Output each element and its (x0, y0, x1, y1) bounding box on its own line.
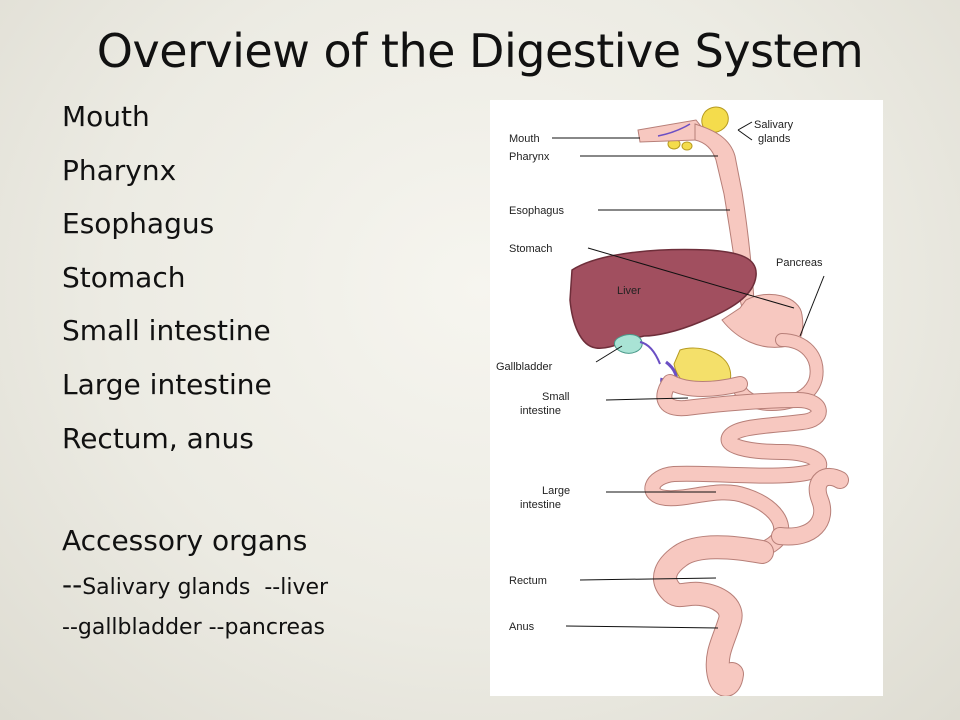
list-item-pharynx: Pharynx (62, 153, 177, 187)
label-rectum: Rectum (509, 575, 547, 587)
label-small-intestine-1: Small (542, 391, 570, 403)
label-anus: Anus (509, 621, 535, 633)
accessory-line-1: --Salivary glands --liver (62, 568, 482, 602)
accessory-organs: Accessory organs --Salivary glands --liv… (62, 524, 482, 642)
list-item-mouth: Mouth (62, 100, 150, 133)
label-mouth: Mouth (509, 133, 540, 145)
accessory-line-1-text: Salivary glands --liver (82, 574, 329, 600)
salivary-gland-shape (701, 106, 729, 133)
digestive-diagram: Liver Mouth (490, 100, 883, 696)
label-esophagus: Esophagus (509, 205, 565, 217)
liver-shape (569, 248, 757, 349)
gallbladder-shape (614, 334, 643, 354)
label-small-intestine-2: intestine (520, 405, 561, 417)
label-salivary-1: Salivary (754, 119, 794, 131)
mouth-shape (637, 119, 705, 143)
salivary-duct (657, 123, 691, 137)
label-large-intestine-1: Large (542, 485, 570, 497)
accessory-dash: -- (62, 567, 83, 601)
colon-ascending-fill (772, 469, 848, 545)
small-intestine-fill (645, 375, 827, 559)
label-large-intestine-2: intestine (520, 499, 561, 511)
list-item-large-intestine: Large intestine (62, 367, 272, 401)
list-item-esophagus: Esophagus (62, 207, 215, 241)
organ-list: Mouth Pharynx Esophagus Stomach Small in… (62, 100, 482, 455)
label-pharynx: Pharynx (509, 151, 550, 163)
bile-duct (639, 341, 661, 365)
large-intestine-fill (654, 536, 773, 696)
slide-title: Overview of the Digestive System (96, 24, 864, 78)
list-item-rectum-anus: Rectum, anus (62, 421, 254, 455)
digestive-diagram-svg: Liver Mouth (496, 106, 849, 696)
label-salivary-2: glands (758, 133, 791, 145)
list-item-small-intestine: Small intestine (62, 314, 271, 348)
list-item-stomach: Stomach (62, 260, 186, 294)
accessory-heading: Accessory organs (62, 524, 308, 557)
liver-label: Liver (617, 285, 641, 297)
label-gallbladder: Gallbladder (496, 361, 553, 373)
label-stomach: Stomach (509, 243, 552, 255)
accessory-line-2: --gallbladder --pancreas (62, 615, 326, 641)
leader-lines (552, 121, 825, 629)
label-pancreas: Pancreas (776, 257, 823, 269)
salivary-gland-small-2 (681, 141, 693, 151)
